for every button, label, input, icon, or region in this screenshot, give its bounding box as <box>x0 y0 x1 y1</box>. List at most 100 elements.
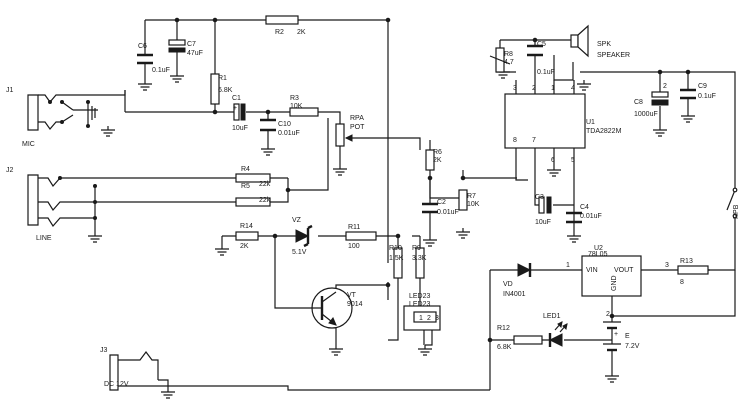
capacitor-c10 <box>260 118 276 132</box>
r4-val: 22k <box>259 181 271 188</box>
rpa-val: POT <box>350 124 365 131</box>
c3-ref: C3 <box>535 194 544 201</box>
r2-ref: R2 <box>275 29 284 36</box>
labels: J1 MIC J2 LINE J3 DC 12V C6 0.1uF C7 47u… <box>6 29 740 388</box>
r11-ref: R11 <box>348 224 360 231</box>
u2-vout: VOUT <box>614 267 634 274</box>
u2-gnd: GND <box>611 275 618 291</box>
spk-ref: SPK <box>597 41 611 48</box>
battery-e <box>603 321 621 360</box>
u1-pin1: 1 <box>551 85 555 92</box>
u1-pin2: 2 <box>532 85 536 92</box>
u2-pin-in: 1 <box>566 262 570 269</box>
r7-ref: R7 <box>467 193 476 200</box>
c6-ref: C6 <box>138 43 147 50</box>
c3-val: 10uF <box>535 219 551 226</box>
resistor-r10 <box>393 247 403 279</box>
vt-val: 9014 <box>347 301 363 308</box>
vt-ref: VT <box>347 292 357 299</box>
resistor-r4 <box>235 173 271 183</box>
u1-pin7: 7 <box>532 137 536 144</box>
r10-val: 1.5K <box>389 255 404 262</box>
zener-vz <box>295 224 313 248</box>
u1-pin4: 4 <box>571 85 575 92</box>
c8-val: 1000uF <box>634 111 658 118</box>
r10-ref: R10 <box>389 245 402 252</box>
resistor-r5 <box>235 197 271 207</box>
led1 <box>548 321 568 347</box>
r6-val: 2K <box>433 157 442 164</box>
batt-val: 7.2V <box>625 343 640 350</box>
wires <box>27 19 736 391</box>
r7-val: 10K <box>467 201 480 208</box>
u2-vin: VIN <box>586 267 598 274</box>
c4-val: 0.01uF <box>580 213 602 220</box>
j2-ref: J2 <box>6 167 14 174</box>
batt-plus: + <box>614 331 618 338</box>
u1-pin5: 5 <box>571 157 575 164</box>
r1-val: 6.8K <box>218 87 233 94</box>
j1-name: MIC <box>22 141 35 148</box>
c5-val: 0.1uF <box>537 69 555 76</box>
regulator-u2 <box>581 255 642 297</box>
junction-dots <box>48 17 691 343</box>
r12-ref: R12 <box>497 325 510 332</box>
capacitor-c9 <box>680 88 696 100</box>
rpa-ref: RPA <box>350 115 364 122</box>
capacitor-c2 <box>422 202 438 214</box>
j3-name: DC 12V <box>104 381 129 388</box>
c7-ref: C7 <box>187 41 196 48</box>
led23-val: LED23 <box>409 301 431 308</box>
r8-val: 4.7 <box>504 59 514 66</box>
resistor-r7 <box>458 189 468 211</box>
capacitor-c4 <box>566 211 582 224</box>
j3-ref: J3 <box>100 347 108 354</box>
capacitor-c7 <box>168 39 186 53</box>
capacitor-c8 <box>651 91 669 106</box>
c1-ref: C1 <box>232 95 241 102</box>
r5-val: 22k <box>259 197 271 204</box>
r5-ref: R5 <box>241 183 250 190</box>
diode-vd <box>517 263 532 277</box>
c4-ref: C4 <box>580 204 589 211</box>
u2-val: 78L05 <box>588 251 608 258</box>
u1-pin6: 6 <box>551 157 555 164</box>
resistor-r1 <box>210 73 220 105</box>
u1-val: TDA2822M <box>586 128 622 135</box>
vz-val: 5.1V <box>292 249 307 256</box>
potentiometer-rpa <box>335 123 353 147</box>
spk-val: SPEAKER <box>597 52 630 59</box>
led23-module <box>403 305 441 331</box>
resistor-r8 <box>489 47 511 73</box>
led1-ref: LED1 <box>543 313 561 320</box>
rpb-ref: RPB <box>733 204 740 219</box>
r1-ref: R1 <box>218 75 227 82</box>
r2-val: 2K <box>297 29 306 36</box>
capacitor-c6 <box>137 53 153 65</box>
c9-ref: C9 <box>698 83 707 90</box>
ic-u1 <box>504 93 586 149</box>
resistor-r9 <box>415 247 425 279</box>
c2-ref: C2 <box>437 199 446 206</box>
c10-ref: C10 <box>278 121 291 128</box>
c6-val: 0.1uF <box>152 67 170 74</box>
c9-val: 0.1uF <box>698 93 716 100</box>
r13-val: 8 <box>680 279 684 286</box>
vz-ref: VZ <box>292 217 302 224</box>
c10-val: 0.01uF <box>278 130 300 137</box>
j2-name: LINE <box>36 235 52 242</box>
switch-rpb <box>726 187 738 219</box>
r14-ref: R14 <box>240 223 253 230</box>
r3-val: 10K <box>290 103 303 110</box>
resistor-r14 <box>235 231 259 241</box>
led23-ref: LED23 <box>409 293 431 300</box>
led23-pin2: 2 <box>427 315 431 322</box>
c8-ref: C8 <box>634 99 643 106</box>
u2-ref: U2 <box>594 245 603 252</box>
r6-ref: R6 <box>433 149 442 156</box>
u1-pin3: 3 <box>513 85 517 92</box>
r8-ref: R8 <box>504 51 513 58</box>
resistor-r12 <box>513 335 543 345</box>
u2-pin-out: 3 <box>665 262 669 269</box>
